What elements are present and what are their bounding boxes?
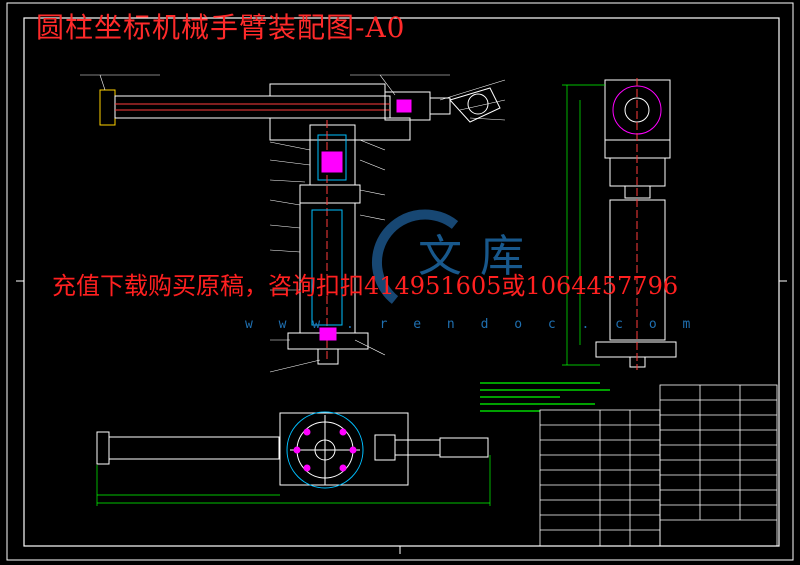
front-view-arm: [99, 83, 501, 141]
balloon-row-top: [80, 74, 450, 96]
parts-list-table: [539, 384, 778, 547]
watermark-url: w w w . r e n d o c . c o m: [245, 317, 700, 332]
promo-banner: 充值下载购买原稿，咨询扣扣414951605或1064457796: [52, 272, 679, 300]
side-view: [595, 78, 677, 370]
technical-notes: [480, 382, 610, 412]
leader-lines-left: [269, 141, 321, 373]
side-view-dimensions: [562, 84, 605, 366]
watermark-logo-text: 文库: [418, 231, 542, 282]
top-view-dimensions: [96, 455, 491, 506]
leader-lines-right: [354, 79, 506, 356]
drawing-title: 圆柱坐标机械手臂装配图-A0: [36, 11, 406, 44]
inner-frame: [23, 17, 780, 547]
top-view: [96, 411, 489, 489]
outer-frame: [6, 2, 794, 561]
watermark-logo: [372, 209, 459, 304]
front-view-column: [287, 120, 369, 365]
